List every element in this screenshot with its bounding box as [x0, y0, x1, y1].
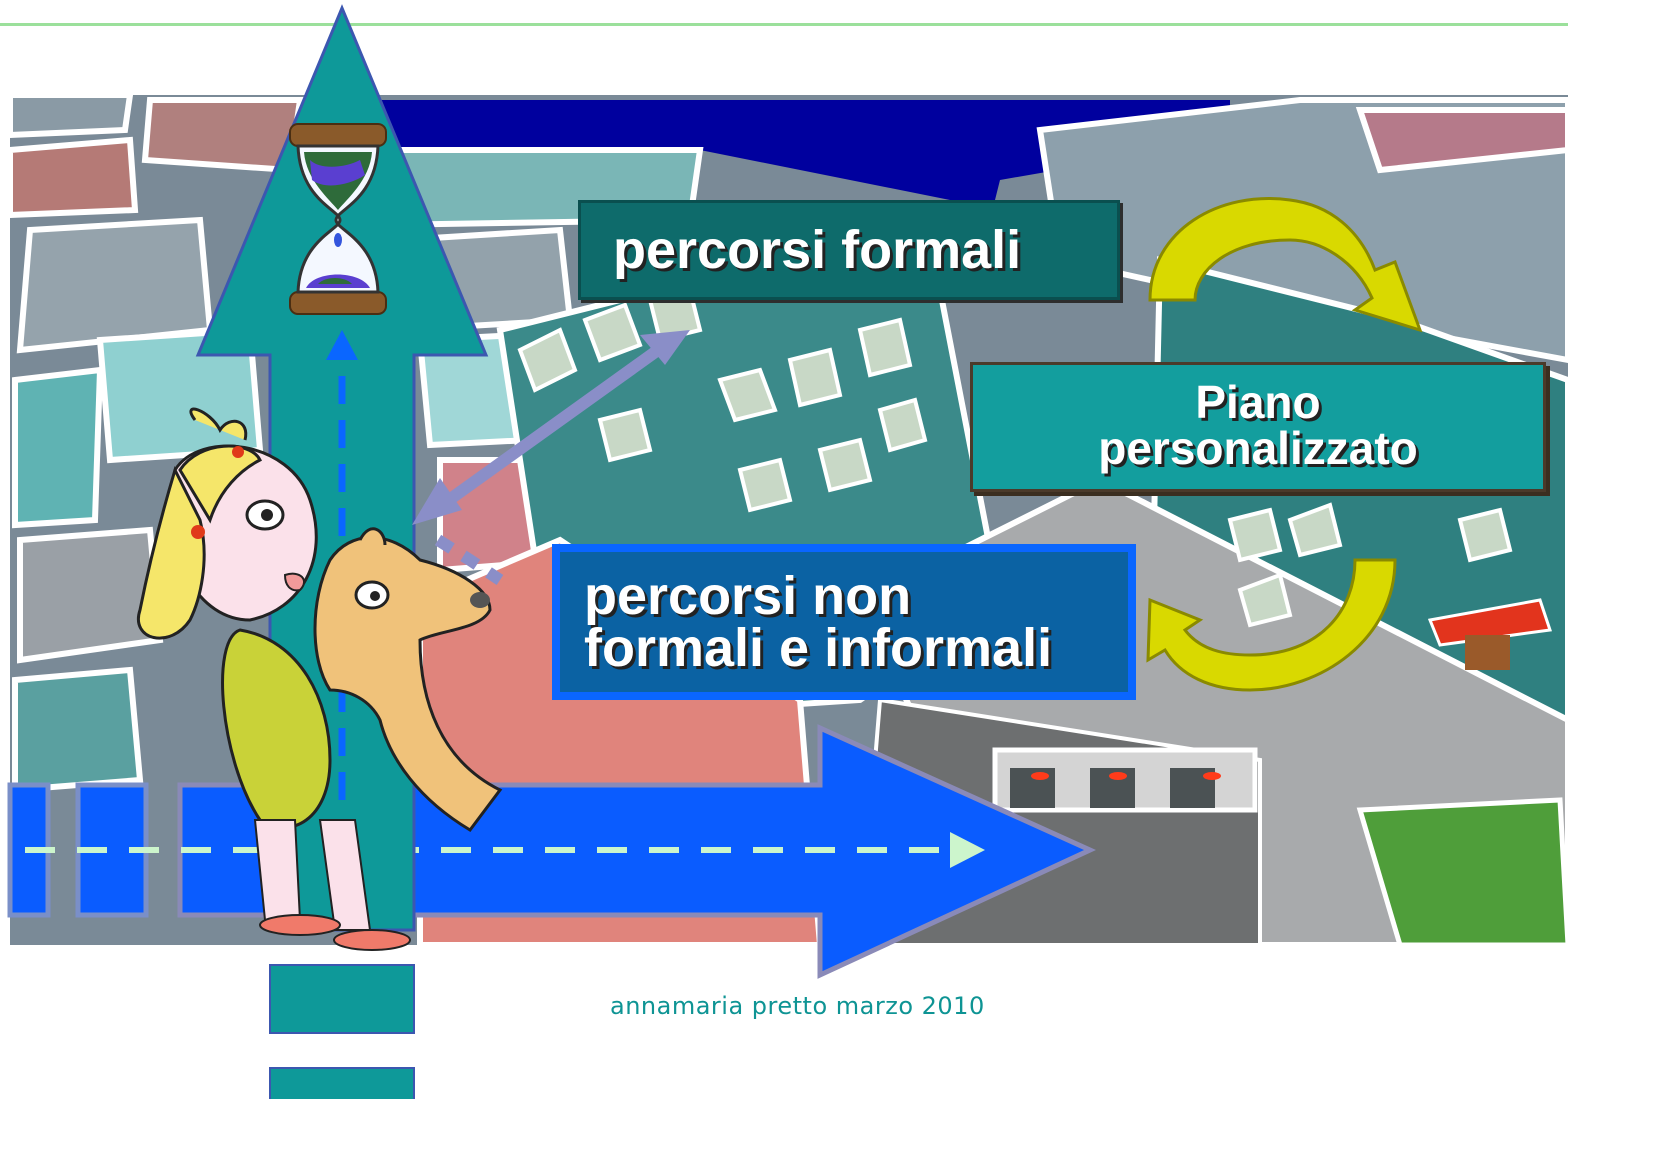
slide-scene — [7, 4, 1568, 1099]
hourglass-icon — [289, 123, 387, 315]
nonformal-paths-line2: formali e informali — [584, 618, 1053, 678]
link-double-arrow — [412, 330, 690, 585]
formal-paths-text: percorsi formali — [613, 220, 1022, 280]
cycle-arrows-icon — [1146, 197, 1423, 692]
personal-plan-label: Piano personalizzato — [970, 362, 1546, 492]
personal-plan-line2: personalizzato — [1098, 422, 1418, 474]
nonformal-paths-line1: percorsi non — [584, 566, 912, 626]
personal-plan-line1: Piano — [1195, 376, 1321, 428]
formal-paths-label: percorsi formali — [578, 200, 1120, 300]
nonformal-paths-label: percorsi non formali e informali — [552, 544, 1136, 700]
girl-with-dog-illustration — [136, 407, 503, 951]
footer-credit: annamaria pretto marzo 2010 — [610, 992, 985, 1020]
header-divider — [0, 23, 1568, 26]
